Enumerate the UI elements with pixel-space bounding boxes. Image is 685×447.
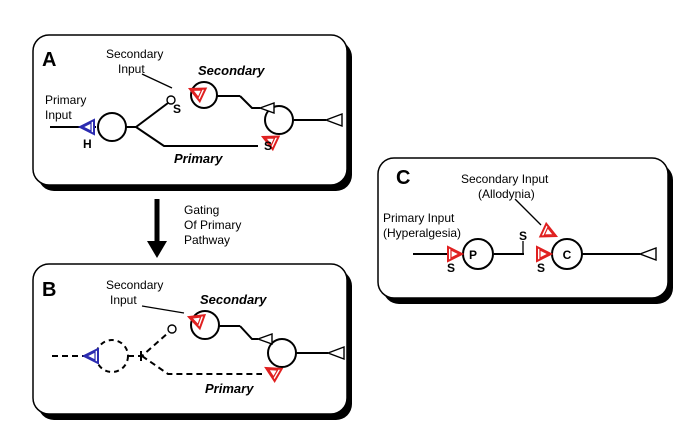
panel-a-secondary-input-label-2: Input (118, 62, 145, 76)
panel-b-terminal-1 (255, 333, 273, 345)
gating-label-1: Gating (184, 203, 219, 217)
panel-c-neuron-c (551, 238, 583, 270)
panel-b-secondary-input-label-2: Input (110, 293, 137, 307)
panel-c-secondary-input-label-1: Secondary Input (461, 172, 549, 186)
panel-a-primary-path-label: Primary (174, 151, 223, 166)
panel-a-h-marker: H (83, 137, 92, 151)
panel-a-s-marker-2: S (264, 139, 272, 153)
panel-b-output-neuron (267, 338, 297, 368)
panel-c-cell-c-label: C (563, 248, 572, 262)
panel-c-s-marker-2: S (519, 229, 527, 243)
panel-a-secondary-input-label-1: Secondary (106, 47, 163, 61)
panel-b-input-neuron-gated (95, 339, 129, 373)
gating-label-2: Of Primary (184, 218, 241, 232)
panel-c-primary-input-label-2: (Hyperalgesia) (383, 226, 461, 240)
panel-a-small-terminal (166, 95, 176, 105)
panel-a-terminal-1 (257, 102, 275, 114)
panel-b-primary-path-label: Primary (205, 381, 254, 396)
panel-a-input-neuron (97, 112, 127, 142)
gating-arrow (147, 199, 167, 258)
panel-c-label: C (396, 167, 410, 189)
panel-a-output-terminal (324, 112, 343, 128)
panel-a-primary-input-label-2: Input (45, 108, 72, 122)
panel-b-secondary-path-label: Secondary (200, 292, 267, 307)
panel-a-s-marker-1: S (173, 102, 181, 116)
panel-b: B Secondary Input Secondary Primary (32, 263, 352, 420)
panel-c-secondary-input-label-2: (Allodynia) (478, 187, 535, 201)
panel-a: A Secondary Input Secondary Primary Inpu… (32, 34, 352, 191)
panel-b-label: B (42, 279, 56, 301)
panel-a-label: A (42, 49, 56, 71)
panel-c-s-marker-1: S (447, 261, 455, 275)
panel-c-output-terminal (638, 246, 657, 262)
panel-b-secondary-input-label-1: Secondary (106, 278, 163, 292)
panel-c-s-marker-3: S (537, 261, 545, 275)
panel-c-neuron-p (462, 238, 494, 270)
panel-a-primary-input-label-1: Primary (45, 93, 86, 107)
gating-label-3: Pathway (184, 233, 230, 247)
panel-c-cell-p-label: P (469, 248, 477, 262)
panel-c: C Secondary Input (Allodynia) Primary In… (377, 157, 673, 304)
panel-b-small-terminal (167, 324, 177, 334)
panel-a-secondary-path-label: Secondary (198, 63, 265, 78)
panel-c-primary-input-label-1: Primary Input (383, 211, 455, 225)
panel-b-output-terminal (326, 345, 345, 361)
